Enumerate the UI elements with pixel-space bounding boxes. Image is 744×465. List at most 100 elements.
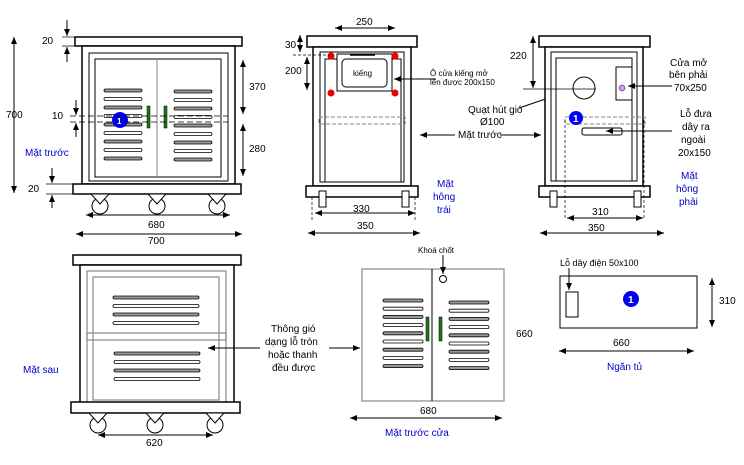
vent-slot	[113, 351, 201, 356]
right-total-width-label: 350	[588, 223, 605, 234]
front-base	[72, 183, 242, 195]
right-badge-label: 1	[573, 114, 579, 125]
drawer-height-label: 310	[719, 296, 736, 307]
window-note-line1: Ô cửa kiếng mở	[430, 69, 488, 78]
drawer-width-label: 660	[613, 338, 630, 349]
fan-note-line1: Quạt hút gió	[468, 105, 523, 116]
back-vents	[112, 295, 201, 381]
side-door	[615, 66, 633, 101]
glass-window-label: kiếng	[353, 69, 372, 78]
front-inner-width-label: 680	[148, 220, 165, 231]
vent-slot	[103, 148, 143, 152]
bolt-icon	[391, 89, 399, 97]
vent-slot	[382, 306, 424, 311]
vent-slot	[448, 308, 490, 313]
bolt-icon	[327, 89, 335, 97]
vent-slot	[448, 341, 490, 346]
front-gap-label: 10	[52, 111, 64, 122]
vent-slot	[112, 312, 200, 317]
back-divider	[86, 332, 227, 341]
drawer-badge-label: 1	[628, 295, 634, 306]
caster-bracket	[89, 193, 111, 205]
vent-slot	[382, 331, 424, 336]
fan-icon	[572, 76, 596, 100]
vent-slot	[112, 304, 200, 308]
left-inner-width-label: 330	[353, 204, 370, 215]
caster-bracket	[204, 412, 226, 424]
door-right-vents	[448, 300, 490, 371]
right-side-view: Cửa mở bên phải 70x250 1 Lỗ đưa dây ra n…	[523, 35, 712, 236]
vent-slot	[448, 349, 490, 354]
right-top-panel	[538, 35, 651, 48]
front-left-handle	[146, 105, 151, 129]
vent-slot	[448, 300, 490, 305]
vent-slot	[448, 325, 490, 330]
vent-slot	[448, 366, 490, 371]
right-view-title-line3: phải	[679, 197, 698, 208]
bolt-icon	[391, 52, 399, 60]
vent-slot	[113, 368, 201, 373]
vent-slot	[112, 321, 200, 325]
vent-note-line1: Thông gió	[271, 324, 316, 335]
front-lower-label: 280	[249, 144, 266, 155]
right-foot	[549, 190, 558, 208]
front-frame	[88, 52, 229, 182]
back-view: 620 Thông gió dạng lỗ tròn hoặc thanh đề…	[23, 254, 360, 449]
right-view-title-line1: Mặt	[681, 171, 698, 182]
lock-note: Khoá chốt	[418, 246, 455, 255]
vent-slot	[382, 364, 424, 369]
left-view-title-line1: Mặt	[437, 179, 454, 190]
left-top-label: 30	[285, 40, 297, 51]
cable-note-line2: dây ra	[682, 122, 710, 133]
vent-slot	[103, 156, 143, 161]
vent-slot	[173, 123, 213, 128]
vent-note-line2: dạng lỗ tròn	[265, 335, 318, 348]
front-note: Mặt trước	[458, 130, 502, 141]
vent-slot	[382, 347, 424, 352]
back-view-title: Mặt sau	[23, 365, 59, 376]
front-right-vents	[173, 89, 213, 162]
front-door-panel	[94, 58, 222, 178]
door-note-line1: Cửa mở	[670, 57, 708, 69]
caster-bracket	[206, 193, 228, 205]
vent-slot	[173, 89, 213, 94]
front-right-handle	[163, 105, 168, 129]
cable-note-line1: Lỗ đưa	[680, 107, 712, 120]
vent-slot	[103, 97, 143, 101]
vent-slot	[173, 132, 213, 136]
caster-bracket	[146, 193, 168, 205]
right-badge-icon	[569, 111, 583, 125]
front-top-panel	[74, 36, 243, 47]
left-side-view: kiếng 250 30 200 Ô cửa kiếng mở lên được…	[285, 17, 495, 236]
caster-bracket	[144, 412, 166, 424]
front-total-width-label: 700	[148, 236, 165, 247]
vent-slot	[173, 157, 213, 162]
vent-slot	[382, 314, 424, 319]
back-casters	[87, 412, 226, 434]
left-total-width-label: 350	[357, 221, 374, 232]
back-caster-span-label: 620	[146, 438, 163, 449]
vent-slot	[382, 323, 424, 328]
glass-window	[341, 58, 388, 88]
bolt-icon	[327, 52, 335, 60]
hole-note: Lỗ dây điện 50x100	[560, 258, 639, 268]
vent-slot	[448, 333, 490, 338]
front-height-label: 700	[6, 110, 23, 121]
vent-slot	[173, 98, 213, 102]
vent-slot	[103, 131, 143, 135]
door-height-label: 660	[516, 329, 533, 340]
front-casters	[89, 193, 228, 215]
vent-slot	[112, 295, 200, 300]
side-door-knob-icon	[618, 84, 626, 92]
left-top-panel	[306, 35, 418, 48]
left-window-offset-label: 200	[285, 66, 302, 77]
vent-slot	[448, 357, 490, 362]
right-view-title-line2: hông	[676, 184, 698, 195]
vent-slot	[113, 377, 201, 381]
left-foot	[401, 190, 410, 208]
back-panel	[92, 276, 220, 401]
vent-slot	[448, 316, 490, 321]
window-note-line2: lên được 200x150	[430, 78, 495, 87]
left-view-title-line2: hông	[433, 192, 455, 203]
